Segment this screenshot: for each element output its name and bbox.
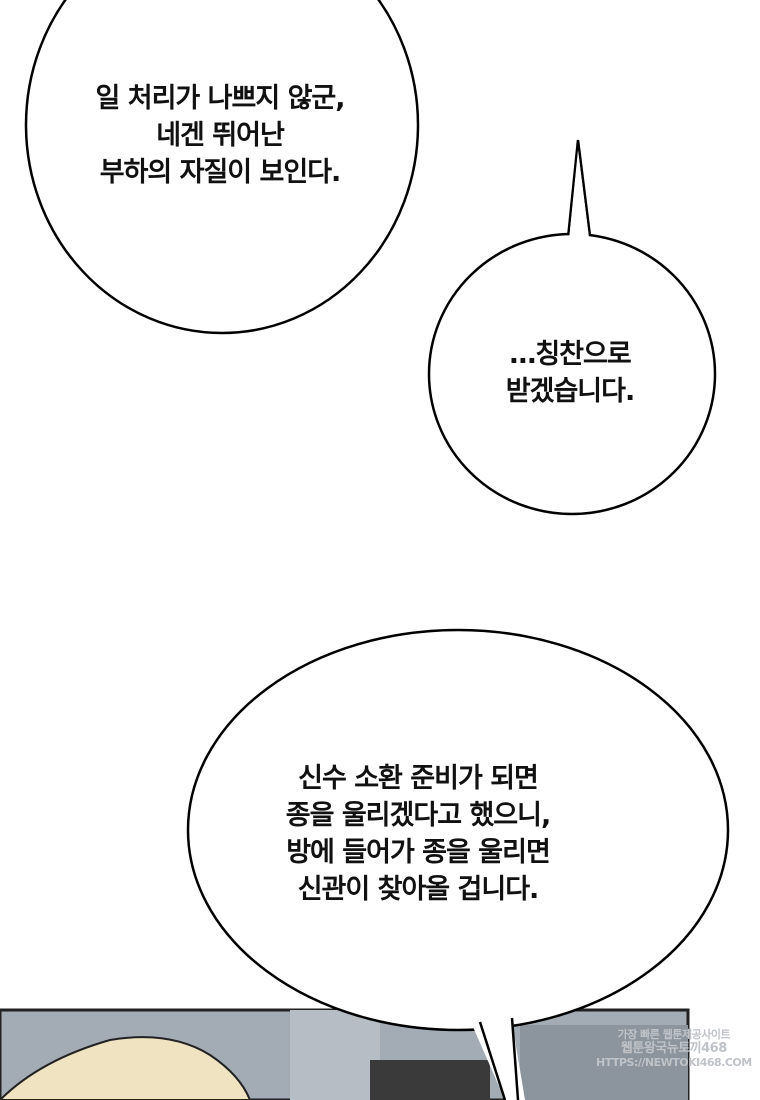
- bubble-line: 네겐 뛰어난: [156, 120, 285, 151]
- character-hair: [0, 1036, 252, 1100]
- bubble-line: 종을 울리겠다고 했으니,: [285, 800, 551, 831]
- bubble-line: 받겠습니다.: [505, 376, 635, 407]
- speech-bubble-2-shape: [427, 139, 717, 516]
- speech-bubble-3-shape: [186, 628, 730, 1100]
- bubble-line: …칭찬으로: [509, 339, 631, 370]
- bubble-line: 부하의 자질이 보인다.: [99, 157, 342, 188]
- speech-bubble-3: 신수 소환 준비가 되면 종을 울리겠다고 했으니, 방에 들어가 종을 울리면…: [218, 760, 618, 908]
- bubble-line: 신관이 찾아올 겁니다.: [297, 874, 540, 905]
- watermark: 가장 빠른 웹툰제공사이트 웹툰왕국뉴토끼468 HTTPS://NEWTOKI…: [596, 1028, 752, 1070]
- bottom-panel: [0, 1008, 690, 1100]
- bubble-line: 일 처리가 나쁘지 않군,: [95, 83, 345, 114]
- speech-bubble-1-shape: [24, 0, 420, 335]
- bubble-line: 신수 소환 준비가 되면: [298, 763, 539, 794]
- speech-bubble-1: 일 처리가 나쁘지 않군, 네겐 뛰어난 부하의 자질이 보인다.: [40, 80, 400, 191]
- watermark-line: HTTPS://NEWTOKI468.COM: [596, 1056, 752, 1069]
- watermark-line: 가장 빠른 웹툰제공사이트: [617, 1028, 731, 1041]
- speech-bubble-2: …칭찬으로 받겠습니다.: [460, 336, 680, 410]
- watermark-line: 웹툰왕국뉴토끼468: [620, 1041, 727, 1056]
- bubble-line: 방에 들어가 종을 울리면: [286, 837, 551, 868]
